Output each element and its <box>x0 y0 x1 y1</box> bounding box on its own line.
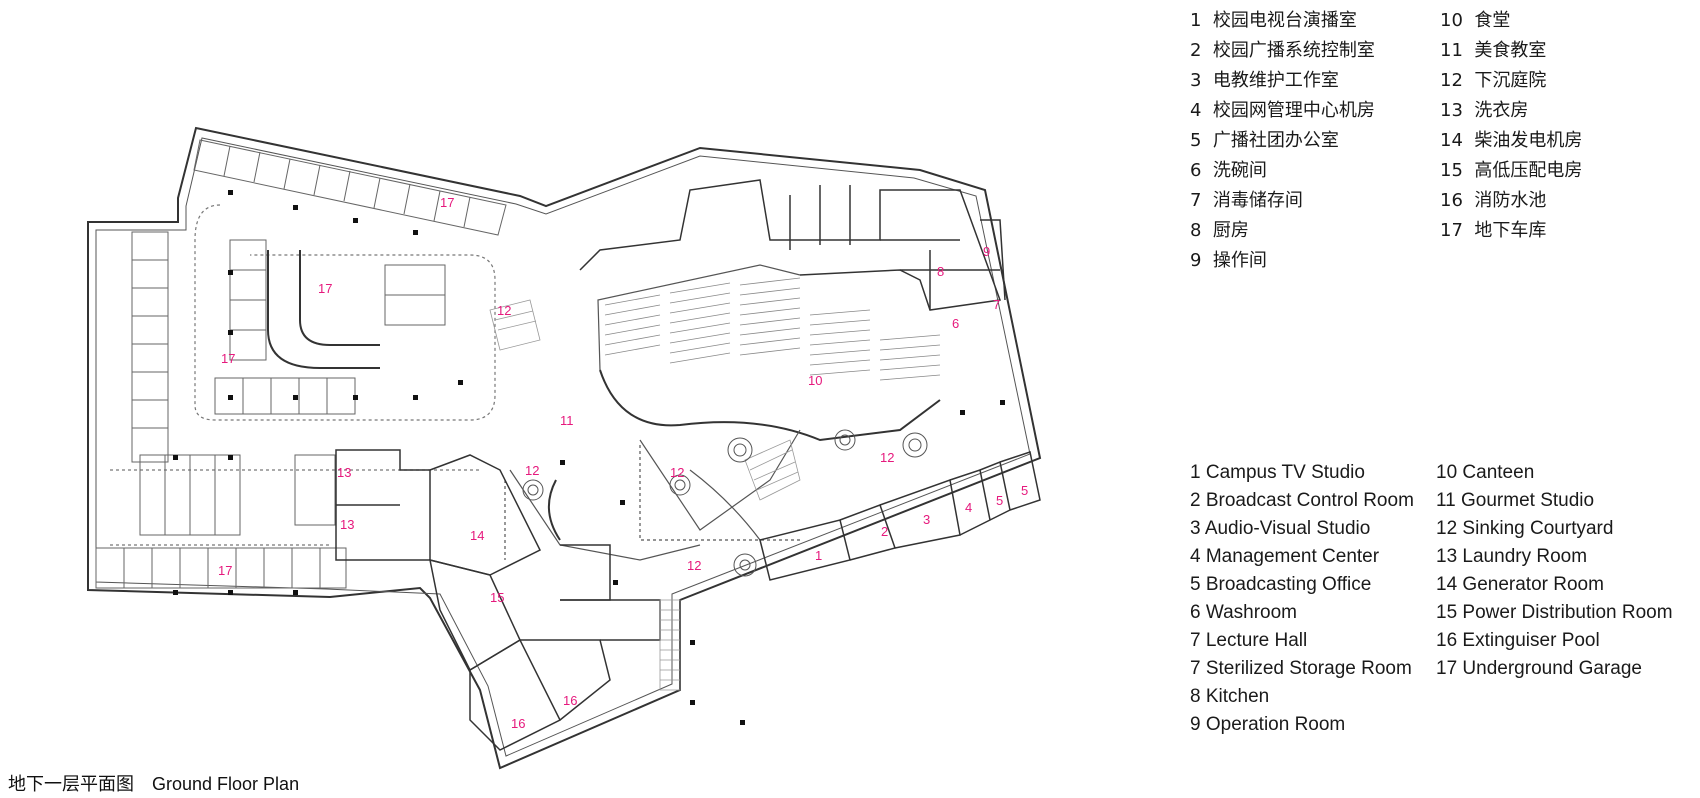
service-rooms <box>335 449 661 751</box>
room-labels: 17 17 17 17 12 11 12 12 10 12 12 13 13 1… <box>218 195 1028 731</box>
legend-item: 1 Campus TV Studio <box>1190 462 1365 483</box>
room-label: 1 <box>815 548 822 563</box>
structural-columns <box>173 190 1005 725</box>
legend-item: 9 操作间 <box>1190 250 1267 271</box>
legend-item: 11 美食教室 <box>1440 40 1547 61</box>
room-label: 12 <box>687 558 701 573</box>
legend-item: 16 Extinguiser Pool <box>1436 630 1600 651</box>
legend-item: 2 校园广播系统控制室 <box>1190 40 1375 61</box>
room-label: 12 <box>525 463 539 478</box>
room-label: 11 <box>560 413 574 428</box>
room-label: 17 <box>440 195 454 210</box>
caption-chinese: 地下一层平面图 <box>8 774 134 795</box>
legend-item: 3 Audio-Visual Studio <box>1190 518 1371 539</box>
caption-english: Ground Floor Plan <box>152 774 300 794</box>
legend-item: 8 Kitchen <box>1190 686 1270 707</box>
legend-item: 5 Broadcasting Office <box>1190 574 1372 595</box>
legend-item: 6 洗碗间 <box>1190 160 1267 181</box>
room-label: 10 <box>808 373 822 388</box>
canteen-tables <box>604 277 941 381</box>
legend-item: 12 Sinking Courtyard <box>1436 518 1614 539</box>
room-label: 16 <box>563 693 577 708</box>
staircases <box>489 299 801 691</box>
garage-drive-loop <box>194 204 496 421</box>
legend-item: 17 地下车库 <box>1440 220 1547 241</box>
legend-item: 1 校园电视台演播室 <box>1190 10 1357 31</box>
legend-item: 13 Laundry Room <box>1436 546 1588 567</box>
room-label: 13 <box>340 517 354 532</box>
building-outline <box>87 126 1042 770</box>
legend-item: 9 Operation Room <box>1190 714 1346 735</box>
canteen-curved-wall <box>599 369 941 442</box>
legend-item: 5 广播社团办公室 <box>1190 130 1339 151</box>
room-label: 17 <box>218 563 232 578</box>
room-label: 12 <box>497 303 511 318</box>
room-label: 4 <box>965 500 972 515</box>
room-label: 8 <box>937 264 944 279</box>
parking-stalls <box>95 139 507 589</box>
legend-item: 6 Washroom <box>1190 602 1298 623</box>
plan-caption: 地下一层平面图 Ground Floor Plan <box>8 770 299 796</box>
legend-item: 4 校园网管理中心机房 <box>1190 100 1375 121</box>
room-label: 15 <box>490 590 504 605</box>
room-label: 17 <box>318 281 332 296</box>
legend-item: 13 洗衣房 <box>1440 100 1529 121</box>
room-label: 2 <box>881 524 888 539</box>
room-label: 5 <box>1021 483 1028 498</box>
legend-item: 14 柴油发电机房 <box>1440 130 1583 151</box>
room-label: 7 <box>993 297 1000 312</box>
legend-item: 12 下沉庭院 <box>1440 70 1547 91</box>
legend-item: 17 Underground Garage <box>1436 658 1642 679</box>
kitchen-rooms <box>579 179 1006 311</box>
courtyard-trees <box>522 429 928 577</box>
legend-item: 8 厨房 <box>1190 220 1249 241</box>
legend-item: 7 Lecture Hall <box>1190 630 1308 651</box>
room-label: 9 <box>983 244 990 259</box>
legend-item: 7 Sterilized Storage Room <box>1190 658 1412 679</box>
room-label: 12 <box>880 450 894 465</box>
room-label: 6 <box>952 316 959 331</box>
legend-chinese: 1 校园电视台演播室 2 校园广播系统控制室 3 电教维护工作室 4 校园网管理… <box>1190 6 1610 271</box>
legend-english: 1 Campus TV Studio 2 Broadcast Control R… <box>1190 462 1695 742</box>
floor-plan-drawing: 17 17 17 17 12 11 12 12 10 12 12 13 13 1… <box>87 126 1042 770</box>
legend-item: 4 Management Center <box>1190 546 1380 567</box>
room-label: 3 <box>923 512 930 527</box>
legend-item: 11 Gourmet Studio <box>1436 490 1595 511</box>
legend-item: 7 消毒储存间 <box>1190 190 1303 211</box>
legend-item: 2 Broadcast Control Room <box>1190 490 1414 511</box>
room-label: 17 <box>221 351 235 366</box>
room-label: 16 <box>511 716 525 731</box>
legend-item: 14 Generator Room <box>1436 574 1604 595</box>
room-label: 12 <box>670 465 684 480</box>
legend-item: 15 高低压配电房 <box>1440 160 1583 181</box>
room-label: 5 <box>996 493 1003 508</box>
east-rooms <box>759 451 1041 581</box>
legend-item: 10 食堂 <box>1440 10 1511 31</box>
legend-item: 3 电教维护工作室 <box>1190 70 1339 91</box>
legend-item: 15 Power Distribution Room <box>1436 602 1673 623</box>
room-label: 14 <box>470 528 484 543</box>
legend-item: 16 消防水池 <box>1440 190 1547 211</box>
legend-item: 10 Canteen <box>1436 462 1535 483</box>
room-label: 13 <box>337 465 351 480</box>
